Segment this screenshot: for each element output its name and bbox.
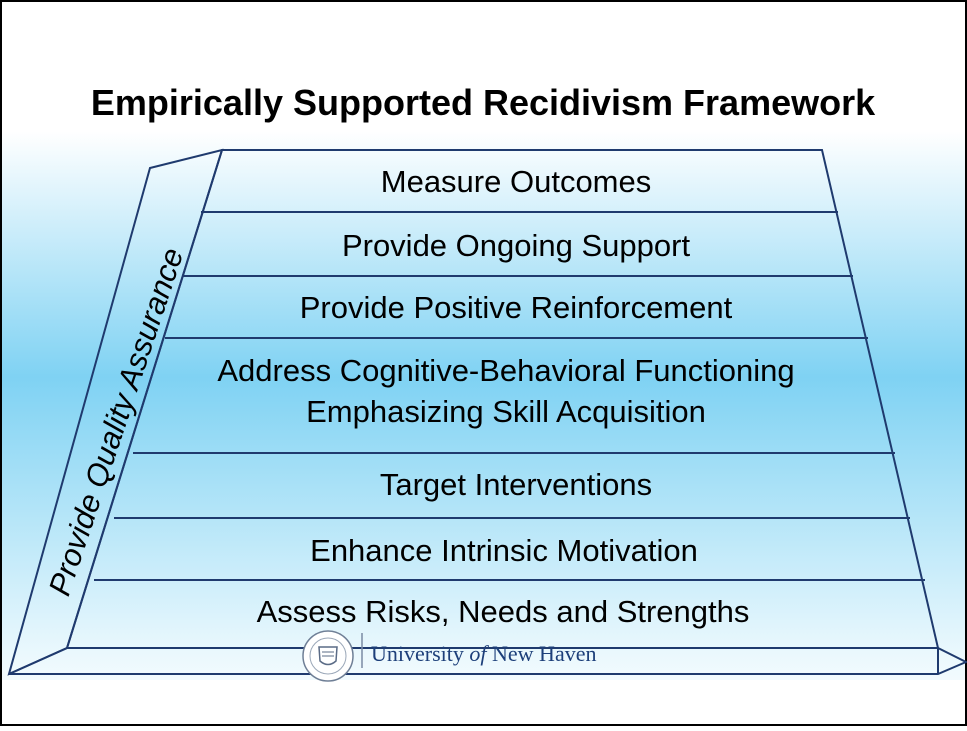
tier-cognitive-behavioral: Address Cognitive-Behavioral Functioning bbox=[217, 353, 794, 388]
pyramid-base bbox=[8, 647, 967, 675]
slide-title: Empirically Supported Recidivism Framewo… bbox=[91, 82, 876, 123]
tier-assess-risks: Assess Risks, Needs and Strengths bbox=[257, 594, 750, 629]
tier-measure-outcomes: Measure Outcomes bbox=[381, 164, 652, 199]
tier-skill-acquisition: Emphasizing Skill Acquisition bbox=[306, 394, 706, 429]
tier-intrinsic-motivation: Enhance Intrinsic Motivation bbox=[310, 533, 698, 568]
bottom-band bbox=[2, 680, 965, 724]
university-name: University of New Haven bbox=[371, 641, 596, 666]
tier-target-interventions: Target Interventions bbox=[380, 467, 652, 502]
tier-positive-reinforcement: Provide Positive Reinforcement bbox=[300, 290, 733, 325]
university-seal-icon bbox=[302, 630, 354, 682]
university-logo: University of New Haven bbox=[302, 630, 596, 682]
tier-ongoing-support: Provide Ongoing Support bbox=[342, 228, 691, 263]
